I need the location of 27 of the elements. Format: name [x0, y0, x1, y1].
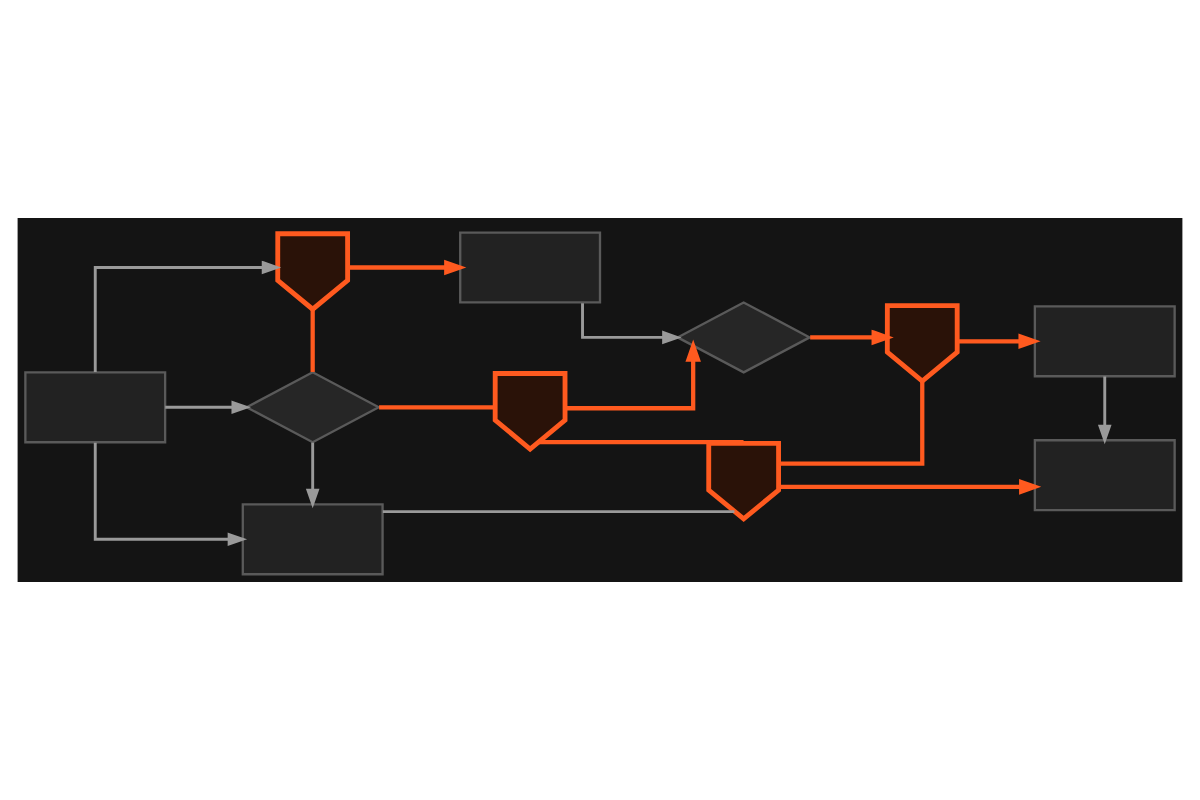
arrow: [348, 259, 467, 276]
arrow: [1097, 376, 1112, 445]
node-shield: [706, 441, 782, 523]
connector: [778, 381, 925, 466]
node-box: [24, 371, 167, 444]
arrow: [93, 260, 282, 372]
arrow: [165, 400, 251, 415]
connector: [310, 309, 315, 372]
arrow: [957, 333, 1041, 350]
arrow: [778, 479, 1042, 495]
node-box: [241, 503, 384, 576]
node-box: [1033, 305, 1176, 378]
node-box: [459, 231, 602, 304]
arrow: [305, 442, 320, 509]
connector: [382, 510, 735, 514]
node-shield: [884, 303, 960, 385]
connector: [379, 405, 495, 410]
arrow: [565, 339, 701, 411]
connector: [538, 440, 744, 445]
node-diamond: [675, 301, 813, 374]
node-diamond: [244, 371, 382, 444]
node-box: [1033, 439, 1176, 512]
arrow: [93, 442, 248, 547]
node-shield: [275, 231, 351, 313]
arrow: [810, 329, 894, 346]
arrow: [581, 303, 682, 345]
node-shield: [492, 371, 568, 453]
